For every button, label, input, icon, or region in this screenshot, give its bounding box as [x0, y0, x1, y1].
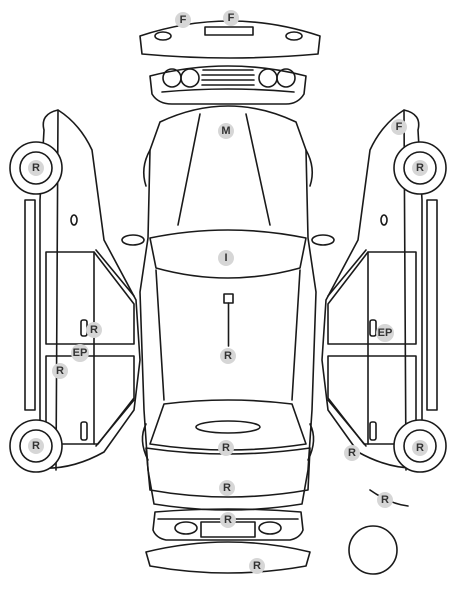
- svg-text:M: M: [221, 125, 230, 137]
- svg-text:I: I: [224, 252, 227, 264]
- svg-text:R: R: [348, 447, 356, 459]
- marker-right-rear-wheel[interactable]: R: [412, 440, 428, 456]
- svg-text:R: R: [253, 560, 261, 572]
- marker-rear-panel[interactable]: R: [220, 512, 236, 528]
- marker-left-rear-door[interactable]: R: [52, 363, 68, 379]
- svg-text:R: R: [56, 365, 64, 377]
- marker-left-door-handle[interactable]: R: [86, 322, 102, 338]
- front-bumper: [139, 20, 321, 59]
- marker-right-front-wheel[interactable]: R: [412, 160, 428, 176]
- rear-bumper: [145, 541, 311, 574]
- svg-text:EP: EP: [73, 347, 88, 359]
- svg-text:F: F: [396, 121, 403, 133]
- car-body: [121, 105, 335, 511]
- marker-windshield[interactable]: I: [218, 250, 234, 266]
- marker-right-rear-bumper[interactable]: R: [377, 492, 393, 508]
- marker-front-bumper-right[interactable]: F: [223, 10, 239, 26]
- spare-wheel-circle: [348, 525, 398, 575]
- svg-text:R: R: [222, 442, 230, 454]
- svg-text:EP: EP: [378, 327, 393, 339]
- svg-text:R: R: [90, 324, 98, 336]
- front-face: [149, 65, 307, 105]
- svg-text:R: R: [416, 162, 424, 174]
- marker-hood[interactable]: M: [218, 123, 234, 139]
- svg-text:R: R: [32, 440, 40, 452]
- svg-text:F: F: [228, 12, 235, 24]
- marker-right-front-fender[interactable]: F: [391, 119, 407, 135]
- marker-left-rocker[interactable]: EP: [71, 344, 89, 362]
- marker-roof[interactable]: R: [220, 348, 236, 364]
- marker-right-door-handle[interactable]: EP: [376, 324, 394, 342]
- svg-text:R: R: [416, 442, 424, 454]
- svg-text:R: R: [224, 514, 232, 526]
- svg-text:R: R: [32, 162, 40, 174]
- marker-rear-bumper[interactable]: R: [249, 558, 265, 574]
- svg-text:F: F: [180, 14, 187, 26]
- marker-rear-window[interactable]: R: [218, 440, 234, 456]
- svg-text:R: R: [381, 494, 389, 506]
- svg-text:R: R: [223, 482, 231, 494]
- marker-trunk[interactable]: R: [219, 480, 235, 496]
- markers: F F M I R R R R: [28, 10, 428, 574]
- marker-left-front-wheel[interactable]: R: [28, 160, 44, 176]
- marker-right-rear-quarter[interactable]: R: [344, 445, 360, 461]
- marker-front-bumper-left[interactable]: F: [175, 12, 191, 28]
- svg-text:R: R: [224, 350, 232, 362]
- marker-left-rear-wheel[interactable]: R: [28, 438, 44, 454]
